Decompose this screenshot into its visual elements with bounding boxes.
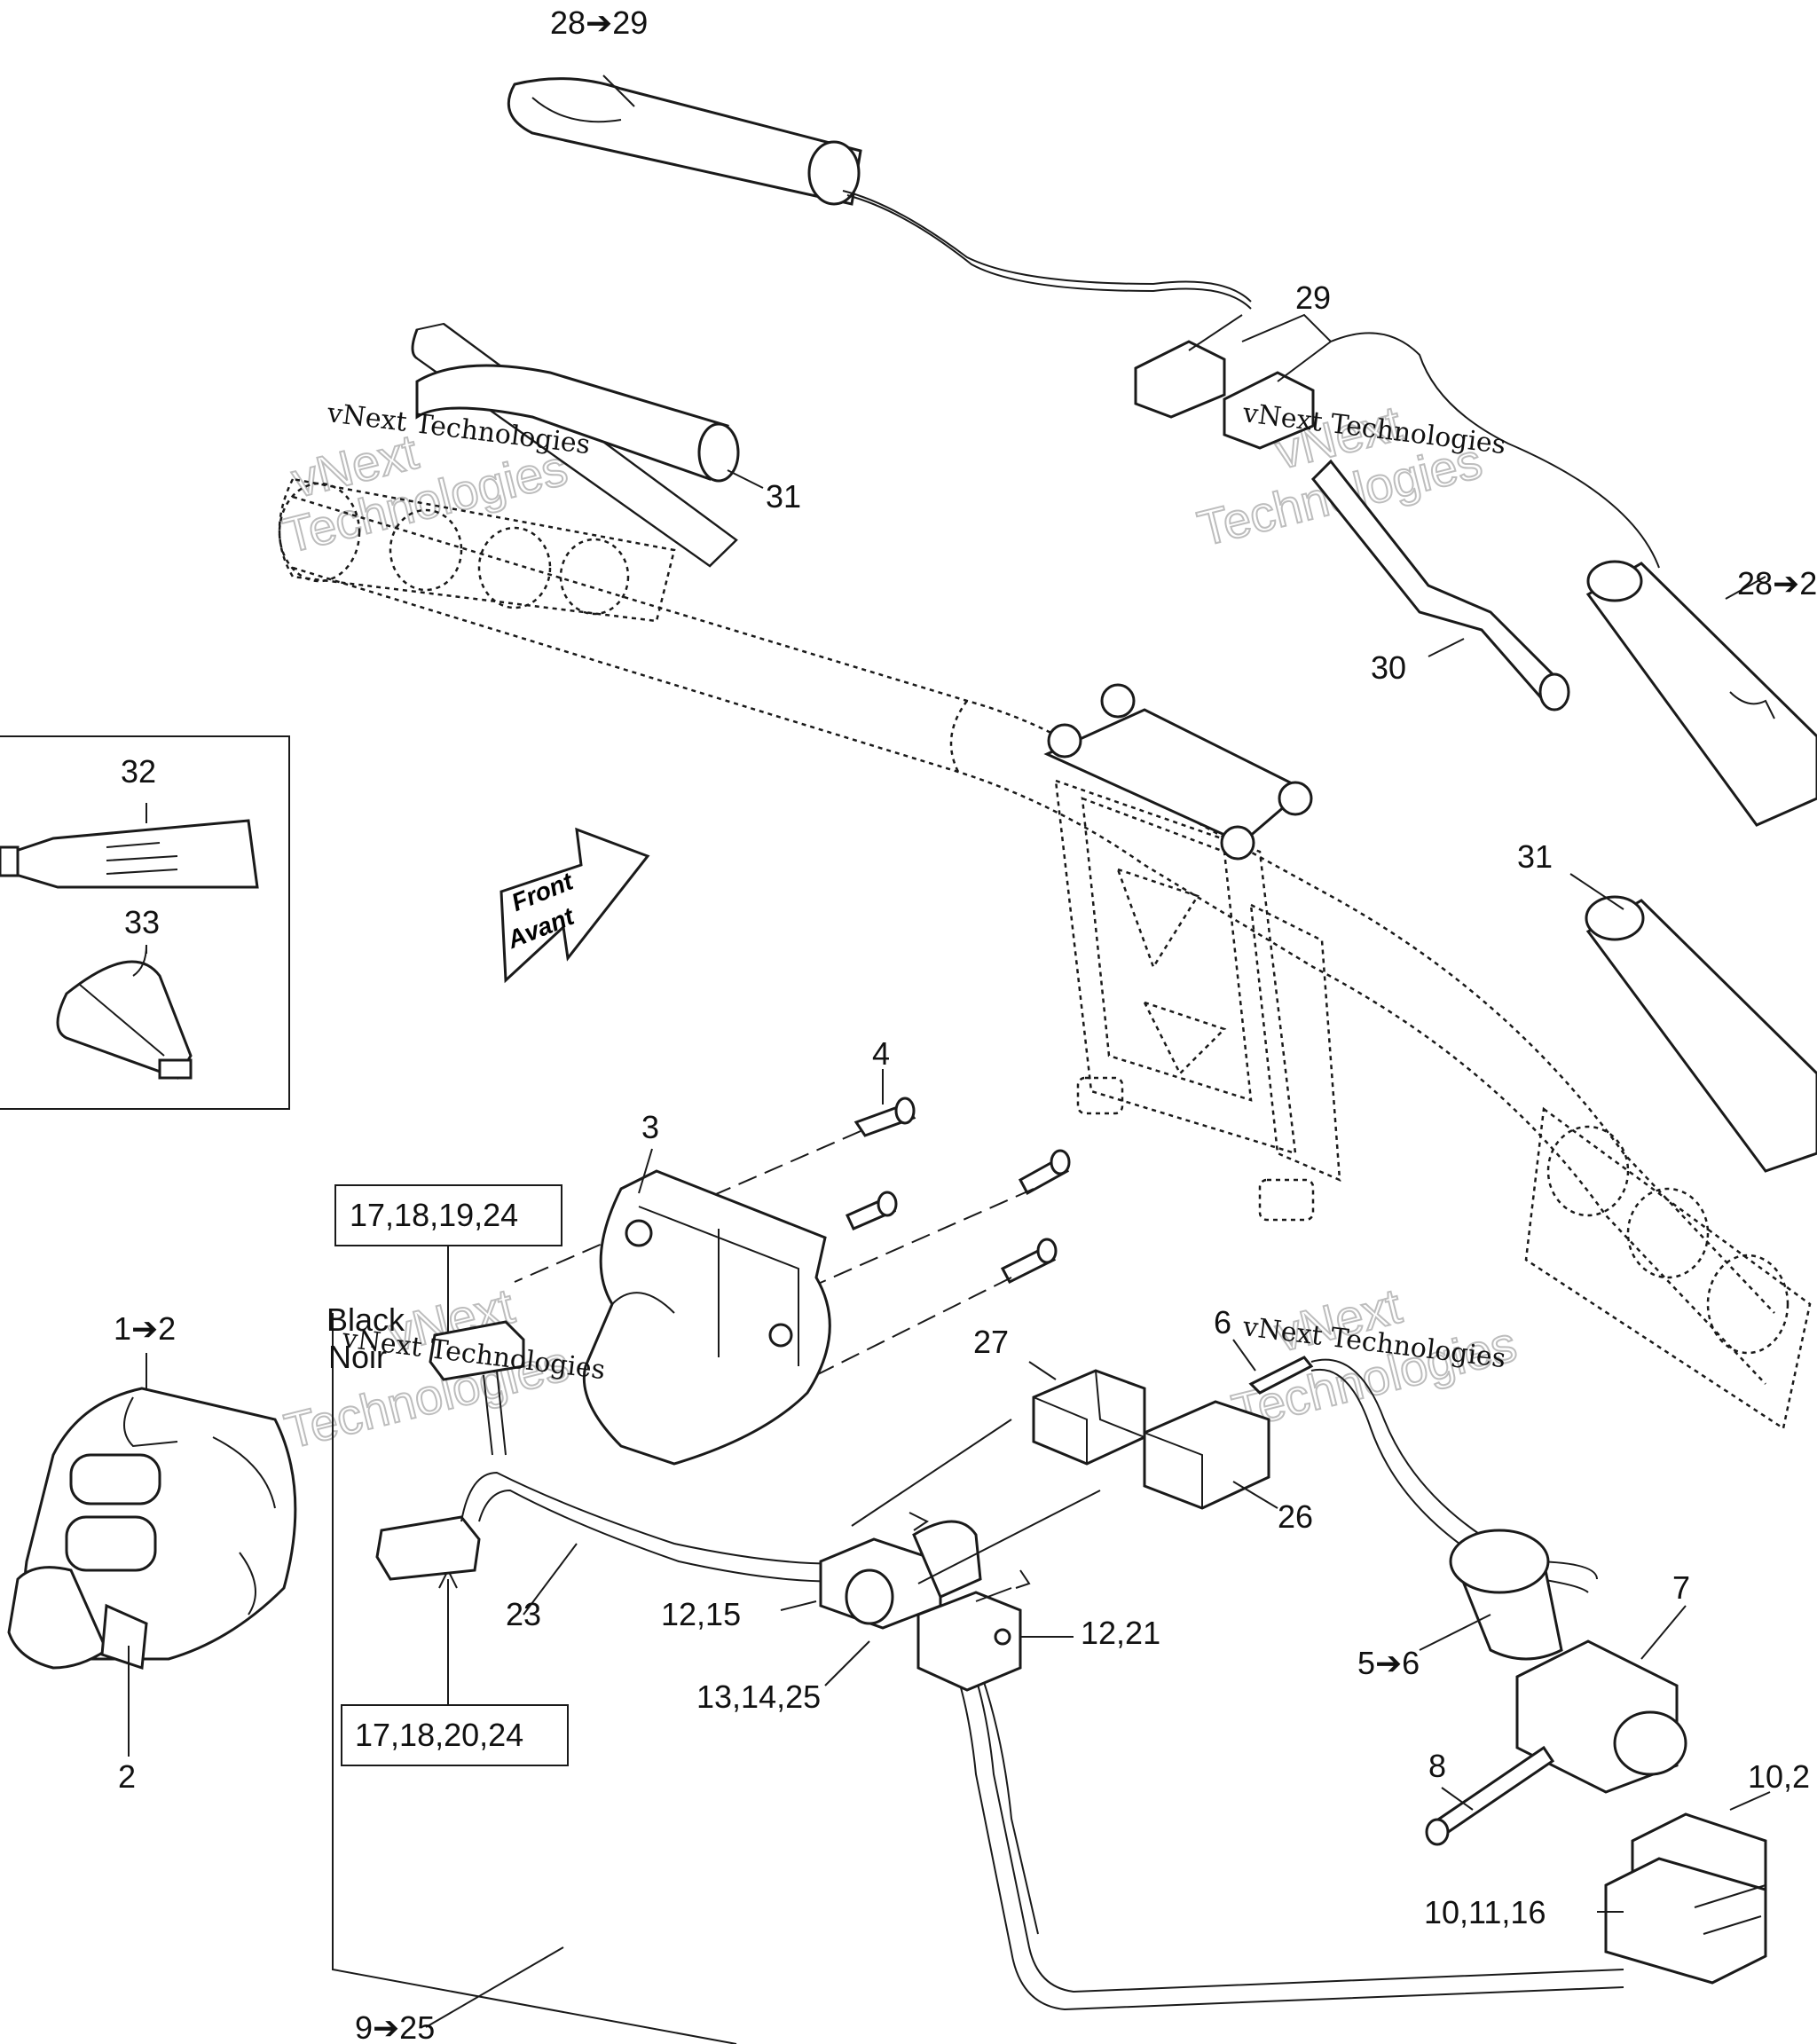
long-leaders bbox=[332, 75, 1766, 2044]
callout-17-18-20-24: 17,18,20,24 bbox=[355, 1717, 523, 1753]
part-28-heater-right bbox=[1585, 560, 1817, 827]
watermark-group: vNext Technologies vNext Technologies vN… bbox=[277, 394, 1522, 1460]
callout-31-right: 31 bbox=[1517, 838, 1553, 875]
callout-28-29-top: 28➔29 bbox=[550, 4, 648, 41]
inset-box bbox=[0, 735, 290, 1110]
part-29-connectors bbox=[1134, 313, 1660, 569]
label-noir: Noir bbox=[328, 1339, 387, 1375]
callout-30: 30 bbox=[1371, 649, 1406, 686]
part-31-sleeve-right bbox=[1585, 895, 1817, 1173]
part-3-housing bbox=[582, 1169, 831, 1466]
callout-10-11-16: 10,11,16 bbox=[1424, 1894, 1546, 1930]
handlebar bbox=[278, 477, 1812, 1431]
part-1-switch-housing bbox=[7, 1353, 297, 1757]
callout-27: 27 bbox=[973, 1324, 1009, 1360]
callout-23: 23 bbox=[506, 1596, 541, 1632]
callout-28-2-right: 28➔2 bbox=[1737, 565, 1817, 601]
callout-5-6: 5➔6 bbox=[1357, 1645, 1420, 1681]
part-27-connector bbox=[1028, 1361, 1146, 1466]
callout-33: 33 bbox=[124, 904, 160, 940]
callout-12-15: 12,15 bbox=[661, 1596, 741, 1632]
part-7-switch-body bbox=[1515, 1605, 1687, 1794]
handlebar-riser bbox=[1043, 683, 1341, 1222]
callout-3: 3 bbox=[641, 1109, 659, 1145]
callout-12-21: 12,21 bbox=[1081, 1615, 1160, 1651]
front-arrow: Front Avant bbox=[499, 827, 650, 984]
callout-1-2: 1➔2 bbox=[114, 1310, 176, 1347]
part-30-cable bbox=[1310, 459, 1570, 711]
part-10-connectors bbox=[1597, 1791, 1771, 1985]
callout-32: 32 bbox=[121, 753, 156, 790]
callout-29: 29 bbox=[1295, 279, 1331, 316]
label-box-top: 17,18,19,24 bbox=[334, 1184, 562, 1335]
part-26-connector bbox=[1143, 1400, 1278, 1510]
callout-26: 26 bbox=[1278, 1498, 1313, 1535]
callout-8: 8 bbox=[1428, 1748, 1446, 1784]
callout-4: 4 bbox=[872, 1035, 890, 1072]
callout-9-25: 9➔25 bbox=[355, 2009, 435, 2044]
part-31-sleeve-left bbox=[411, 322, 740, 568]
part-6-terminal bbox=[1232, 1339, 1598, 1593]
callout-6: 6 bbox=[1214, 1304, 1231, 1340]
part-28-heater-left bbox=[507, 77, 1252, 310]
part-5-switch bbox=[1419, 1529, 1563, 1661]
callout-10-2: 10,2 bbox=[1748, 1758, 1810, 1795]
callout-2: 2 bbox=[118, 1758, 136, 1795]
part-8-pin bbox=[1425, 1745, 1555, 1846]
callout-7: 7 bbox=[1672, 1569, 1690, 1606]
small-connectors bbox=[375, 1320, 525, 1581]
callouts: 28➔29 29 31 28➔2 30 32 33 31 4 3 1➔2 Bla… bbox=[114, 4, 1817, 2044]
main-connectors bbox=[780, 1419, 1101, 1692]
callout-13-14-25: 13,14,25 bbox=[696, 1678, 821, 1715]
label-box-bottom: 17,18,20,24 bbox=[341, 1568, 569, 1766]
label-black: Black bbox=[326, 1301, 405, 1338]
callout-31-left: 31 bbox=[766, 478, 801, 515]
callout-17-18-19-24: 17,18,19,24 bbox=[350, 1197, 518, 1233]
